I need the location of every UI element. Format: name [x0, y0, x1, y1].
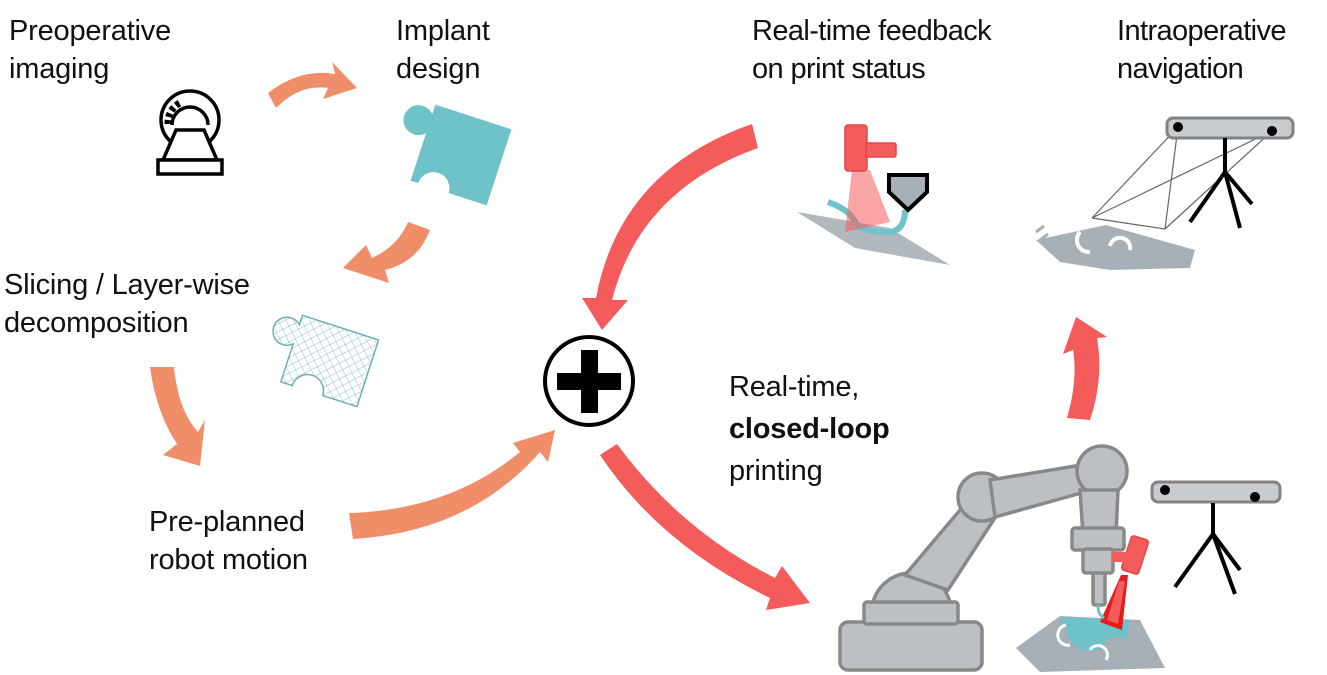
optical-tracker-icon [1035, 116, 1295, 270]
arrow-preop-to-implant [268, 62, 357, 108]
laser-sensor-print-icon [797, 124, 950, 265]
label-preoperative-imaging: Preoperative imaging [9, 15, 172, 85]
plus-circle-icon [543, 335, 635, 427]
arrow-feedback-to-combine [582, 124, 758, 330]
label-realtime-feedback: Real-time feedback on print status [752, 15, 992, 85]
label-intraoperative-navigation: Intraoperative navigation [1117, 15, 1287, 85]
label-closed-loop-printing: Real-time, closed-loop printing [729, 371, 890, 487]
arrow-combine-to-robot [600, 444, 810, 610]
optical-tracker-camera-icon [1150, 480, 1282, 595]
laser-sensor-icon [1100, 535, 1150, 630]
extruded-filament [1096, 604, 1105, 620]
label-preplanned-robot-motion: Pre-planned robot motion [149, 506, 308, 576]
label-slicing: Slicing / Layer-wise decomposition [4, 269, 250, 339]
robot-arm-icon [838, 444, 1129, 672]
arrow-slicing-to-preplanned [150, 367, 205, 466]
puzzle-piece-solid-icon [403, 104, 512, 206]
arrow-implant-to-slicing [343, 222, 430, 283]
label-implant-design: Implant design [396, 15, 490, 85]
arrow-robot-to-navigation [1063, 317, 1107, 420]
puzzle-piece-mesh-icon [272, 314, 380, 408]
printed-implant-icon [1016, 616, 1165, 672]
ct-scanner-icon [156, 89, 224, 176]
arrow-preplanned-to-combine [349, 430, 555, 539]
